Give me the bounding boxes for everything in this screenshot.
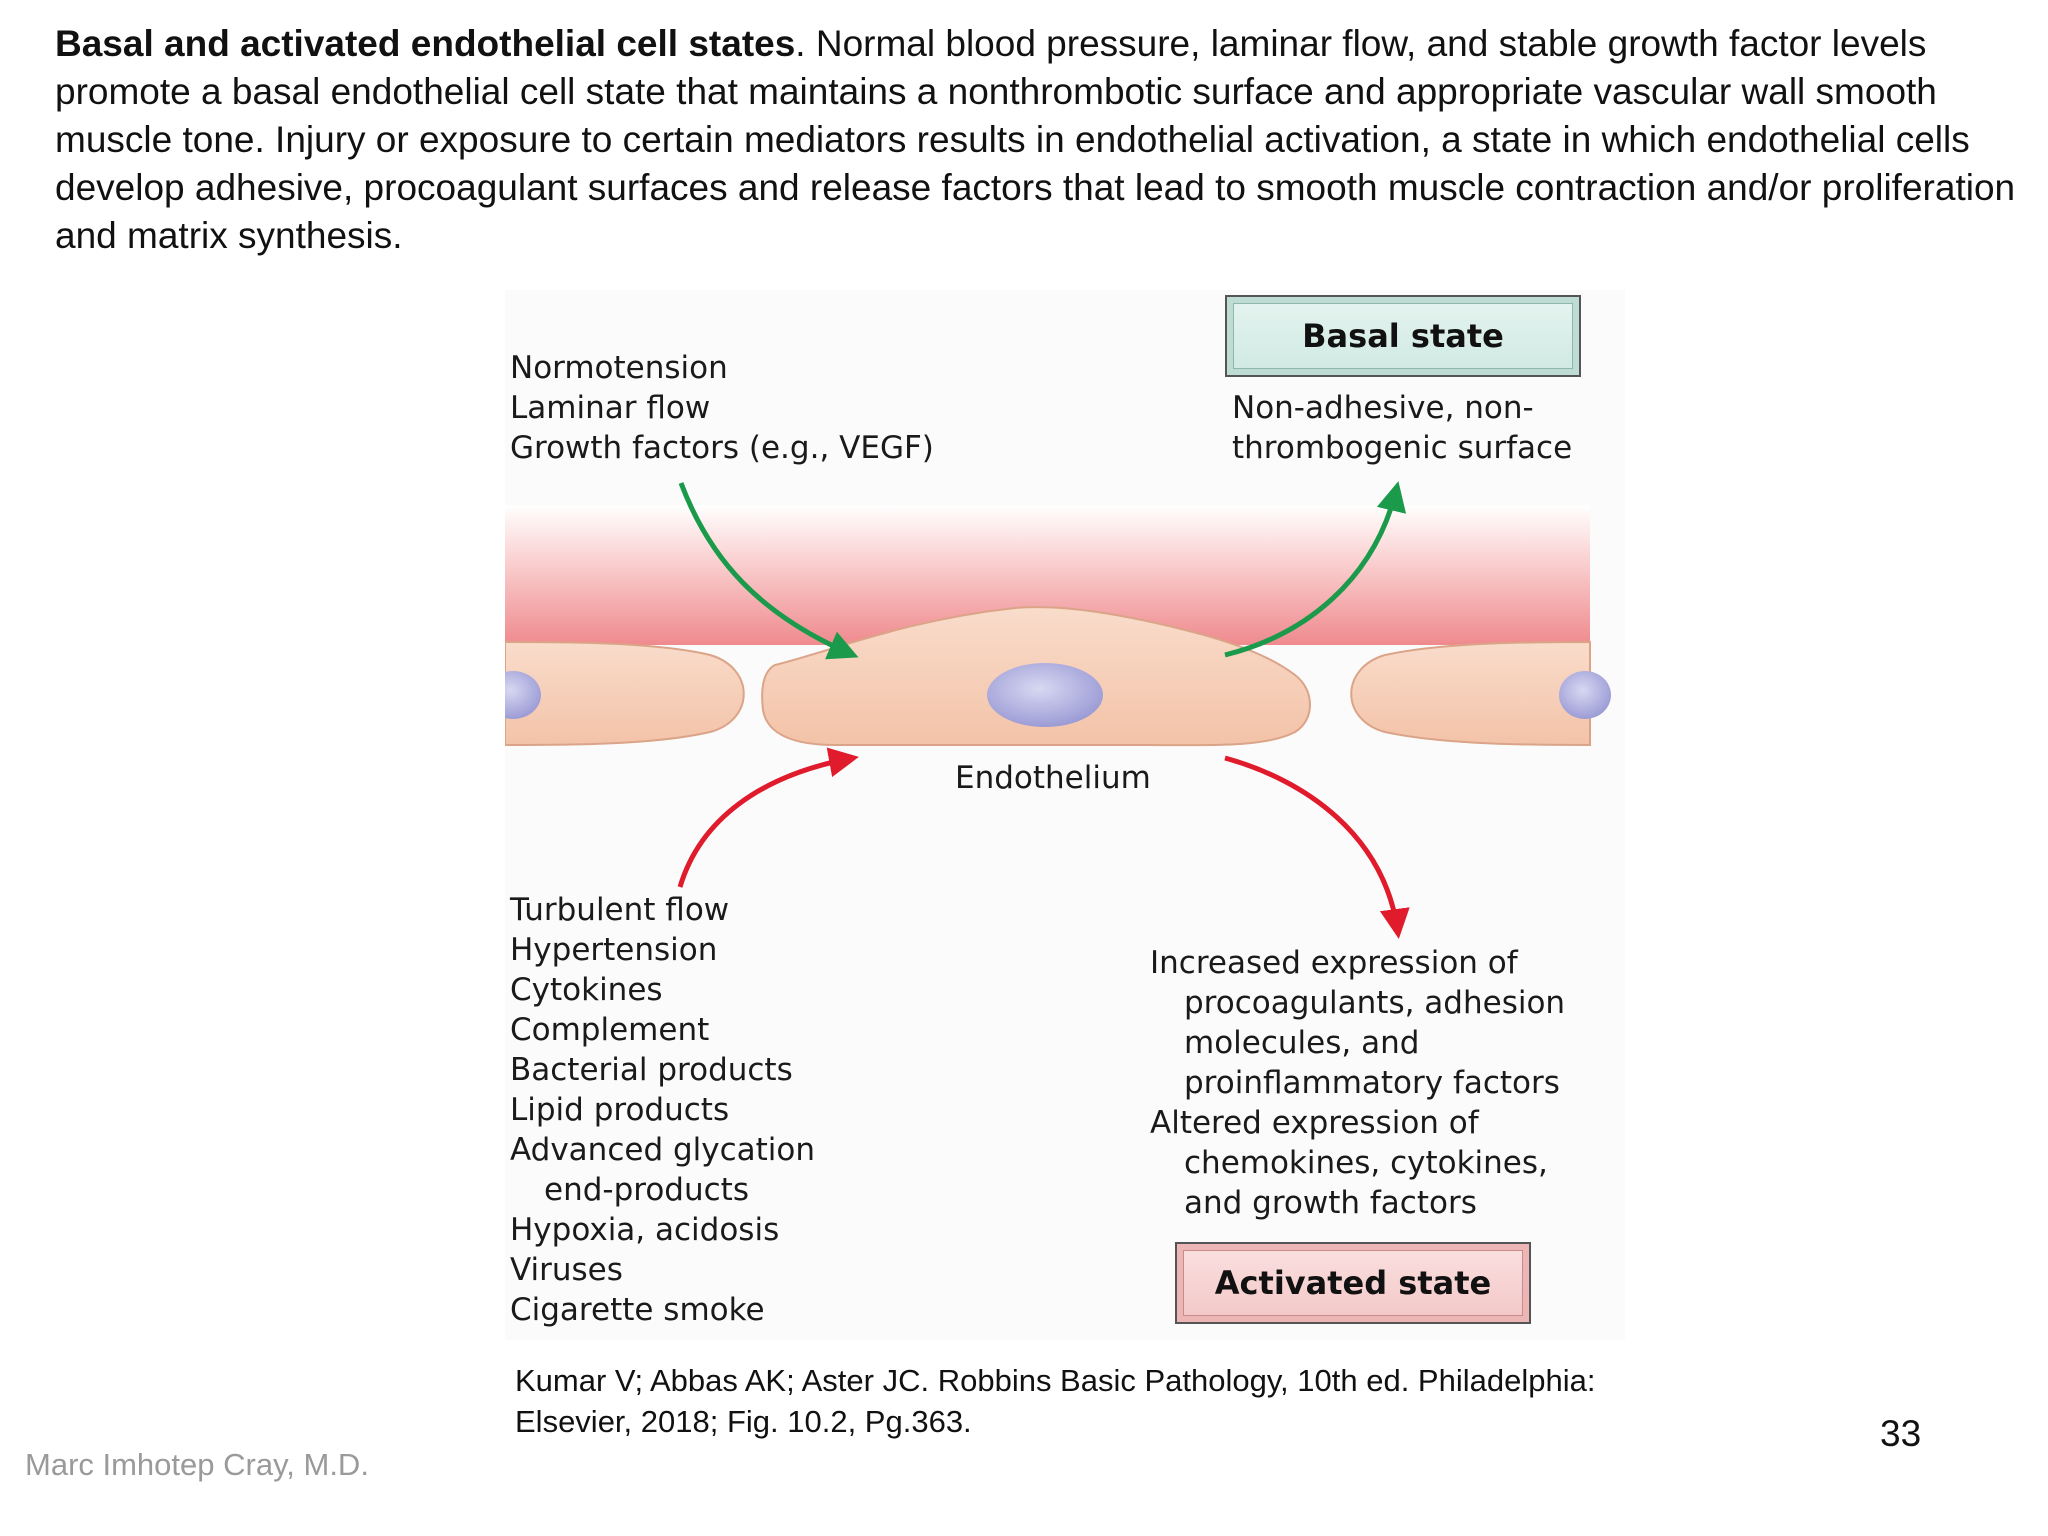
activated-outcome-line: molecules, and	[1184, 1025, 1420, 1061]
activated-outcome-line: chemokines, cytokines,	[1184, 1145, 1548, 1181]
citation: Kumar V; Abbas AK; Aster JC. Robbins Bas…	[515, 1360, 1815, 1442]
basal-outcome-text: Non-adhesive, non- thrombogenic surface	[1232, 388, 1572, 468]
endothelial-cell-right	[1350, 640, 1591, 747]
green-arrow-in	[678, 482, 859, 660]
basal-input: Normotension	[510, 350, 728, 386]
activated-outcome-line: proinflammatory factors	[1184, 1065, 1560, 1101]
activated-outcome-line: and growth factors	[1184, 1185, 1477, 1221]
caption-title: Basal and activated endothelial cell sta…	[55, 23, 796, 64]
page-number: 33	[1880, 1413, 1922, 1454]
activating-input: Advanced glycation	[510, 1132, 816, 1168]
activated-outcome-text: Increased expression of procoagulants, a…	[1150, 943, 1565, 1223]
red-arrow-out	[1224, 755, 1410, 939]
activating-input: Hypertension	[510, 932, 718, 968]
basal-outcome-line: Non-adhesive, non-	[1232, 390, 1534, 426]
activating-input: Turbulent flow	[510, 892, 730, 928]
green-arrow-out	[1224, 481, 1407, 658]
caption-body: . Normal blood pressure, laminar flow, a…	[55, 23, 2016, 256]
red-arrow-in	[677, 747, 859, 888]
nucleus-left	[505, 671, 541, 719]
citation-line: Kumar V; Abbas AK; Aster JC. Robbins Bas…	[515, 1363, 1596, 1398]
endothelial-cell-left	[505, 641, 745, 746]
caption: Basal and activated endothelial cell sta…	[55, 20, 2030, 260]
activating-inputs-list: Turbulent flow Hypertension Cytokines Co…	[510, 890, 815, 1330]
activated-outcome-line: Altered expression of	[1150, 1105, 1479, 1141]
activated-state-box: Activated state	[1175, 1242, 1531, 1324]
diagram-graphics	[505, 481, 1611, 939]
activating-input: end-products	[544, 1172, 749, 1208]
author-credit: Marc Imhotep Cray, M.D.	[25, 1447, 369, 1482]
citation-line: Elsevier, 2018; Fig. 10.2, Pg.363.	[515, 1404, 972, 1439]
basal-input: Laminar flow	[510, 390, 711, 426]
activating-input: Viruses	[510, 1252, 623, 1288]
activating-input: Cigarette smoke	[510, 1292, 765, 1328]
activating-input: Complement	[510, 1012, 710, 1048]
endothelial-states-diagram: Basal state Normotension Laminar flow Gr…	[505, 290, 1625, 1340]
basal-inputs-list: Normotension Laminar flow Growth factors…	[510, 348, 934, 468]
endothelium-label: Endothelium	[955, 760, 1151, 796]
activating-input: Cytokines	[510, 972, 663, 1008]
nucleus-right	[1559, 671, 1611, 719]
basal-input: Growth factors (e.g., VEGF)	[510, 430, 934, 466]
activating-input: Hypoxia, acidosis	[510, 1212, 780, 1248]
activated-outcome-line: Increased expression of	[1150, 945, 1518, 981]
activating-input: Lipid products	[510, 1092, 730, 1128]
nucleus-center	[987, 663, 1103, 727]
basal-outcome-line: thrombogenic surface	[1232, 430, 1573, 466]
basal-state-box: Basal state	[1225, 295, 1581, 377]
activated-outcome-line: procoagulants, adhesion	[1184, 985, 1566, 1021]
activating-input: Bacterial products	[510, 1052, 793, 1088]
